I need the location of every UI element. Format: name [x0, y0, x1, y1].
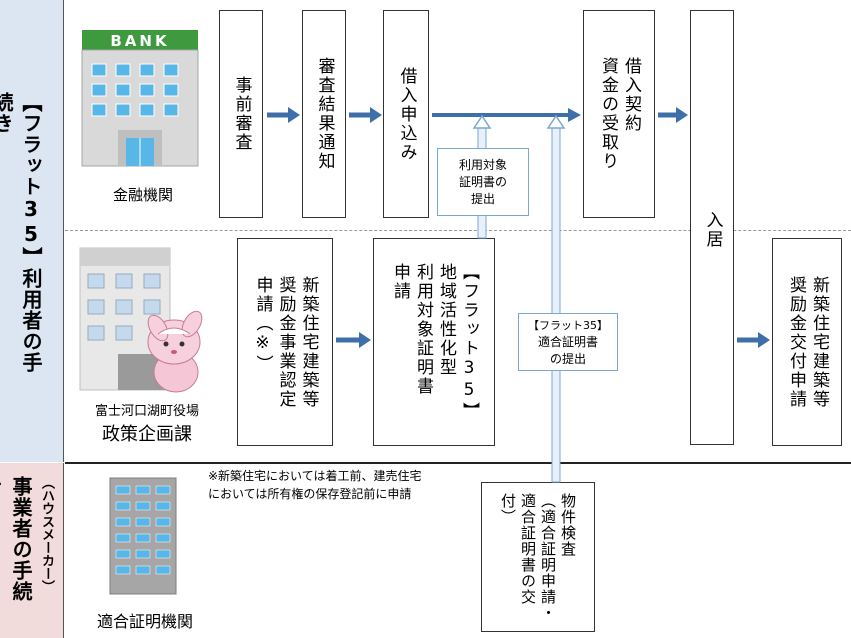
- bank-label: 金融機関: [112, 186, 173, 204]
- cert-org-label: 適合証明機関: [96, 612, 193, 631]
- arrow-result-to-apply: [349, 107, 382, 123]
- box-loan-apply: 借入申込み: [383, 10, 429, 218]
- box-review-result: 審査結果通知: [302, 10, 346, 218]
- town-office-label: 富士河口湖町役場: [94, 404, 199, 419]
- cert-org-building-icon: [109, 477, 177, 595]
- bank-sign-text: BANK: [110, 32, 169, 50]
- arrow-inspection-up: [546, 114, 566, 483]
- box-inspection: 物件検査 （適合証明申請・ 適合証明書の交 付）: [481, 482, 595, 632]
- box-subsidy-grant-apply: 新築住宅建築等 奨励金交付申請: [772, 238, 842, 446]
- arrow-contract-to-movein: [658, 107, 688, 123]
- builders-side-sublabel: （ハウスメーカー）: [39, 476, 54, 593]
- section-divider-dashed: [65, 230, 851, 231]
- arrow-movein-to-grant: [737, 332, 770, 348]
- users-side-bar: [0, 0, 64, 462]
- callout-submit-cert: 利用対象 証明書の 提出: [437, 148, 529, 216]
- arrow-subsidy-to-flatcert: [336, 332, 371, 348]
- box-move-in: 入居: [690, 10, 734, 445]
- town-office-building-icon: [79, 247, 203, 393]
- builders-side-label: 事業者の手続き: [0, 476, 33, 602]
- arrow-apply-to-contract: [432, 108, 581, 122]
- callout-submit-conformity: 【フラット35】 適合証明書 の提出: [518, 313, 618, 371]
- box-pre-review: 事前審査: [219, 10, 263, 218]
- users-side-label: 【フラット35】利用者の手続き: [0, 92, 43, 373]
- arrow-pre-to-result: [267, 107, 300, 123]
- section-divider-solid: [65, 462, 851, 464]
- builders-side-bar: [0, 463, 64, 638]
- town-dept-label: 政策企画課: [102, 424, 192, 445]
- box-flat-cert-apply: 【フラット35】 地域活性化型 利用対象証明書 申請: [373, 238, 495, 446]
- footnote-line-2: においては所有権の保存登記前に申請: [208, 487, 412, 501]
- box-subsidy-cert-apply: 新築住宅建築等 奨励金事業認定 申請（※）: [237, 238, 333, 446]
- footnote-line-1: ※新築住宅においては着工前、建売住宅: [208, 469, 422, 483]
- bank-building-icon: BANK: [81, 30, 199, 167]
- box-loan-contract: 借入契約 資金の受取り: [583, 10, 655, 218]
